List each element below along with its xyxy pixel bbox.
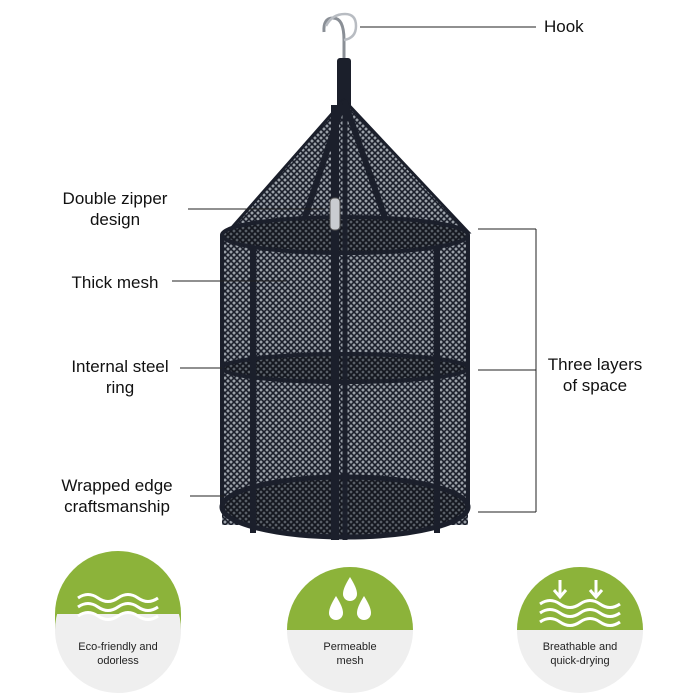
wrapped-edge-line-1: Wrapped edge: [61, 476, 173, 495]
callout-lines: [172, 26, 537, 513]
wrapped-edge-line-2: craftsmanship: [64, 497, 170, 516]
zipper-pull-icon: [329, 197, 341, 231]
feature-caption-3: Breathable and quick-drying: [525, 640, 635, 668]
feature-3-line-2: quick-drying: [550, 655, 610, 667]
three-layers-line-1: Three layers: [547, 355, 643, 374]
steel-ring-label: Internal steel ring: [60, 356, 180, 398]
feature-1-line-1: Eco-friendly and: [78, 641, 158, 653]
feature-3-line-1: Breathable and: [542, 641, 618, 653]
feature-2-line-2: mesh: [336, 655, 364, 667]
thick-mesh-label: Thick mesh: [71, 273, 159, 292]
double-zipper-line-1: Double zipper: [62, 189, 168, 208]
breathable-waves-icon: [539, 580, 621, 627]
feature-badge-1: [55, 551, 181, 693]
three-layers-line-2: of space: [562, 376, 628, 395]
double-zipper-line-2: design: [89, 210, 141, 229]
hook-icon: [322, 12, 358, 108]
feature-badge-2: [287, 567, 413, 693]
feature-badge-3: [517, 567, 643, 693]
feature-2-line-1: Permeable: [323, 641, 377, 653]
double-zipper-label: Double zipper design: [50, 188, 180, 230]
water-drops-icon: [329, 577, 371, 620]
net-body: [219, 105, 471, 540]
net-cone: [224, 97, 472, 234]
three-layers-label: Three layers of space: [540, 354, 650, 396]
wrapped-edge-label: Wrapped edge craftsmanship: [50, 475, 184, 517]
waves-icon: [77, 593, 159, 621]
hook-label: Hook: [544, 17, 584, 36]
steel-ring-line-2: ring: [105, 378, 135, 397]
feature-caption-1: Eco-friendly and odorless: [63, 640, 173, 668]
feature-caption-2: Permeable mesh: [295, 640, 405, 668]
steel-ring-line-1: Internal steel: [71, 357, 169, 376]
feature-1-line-2: odorless: [97, 655, 139, 667]
